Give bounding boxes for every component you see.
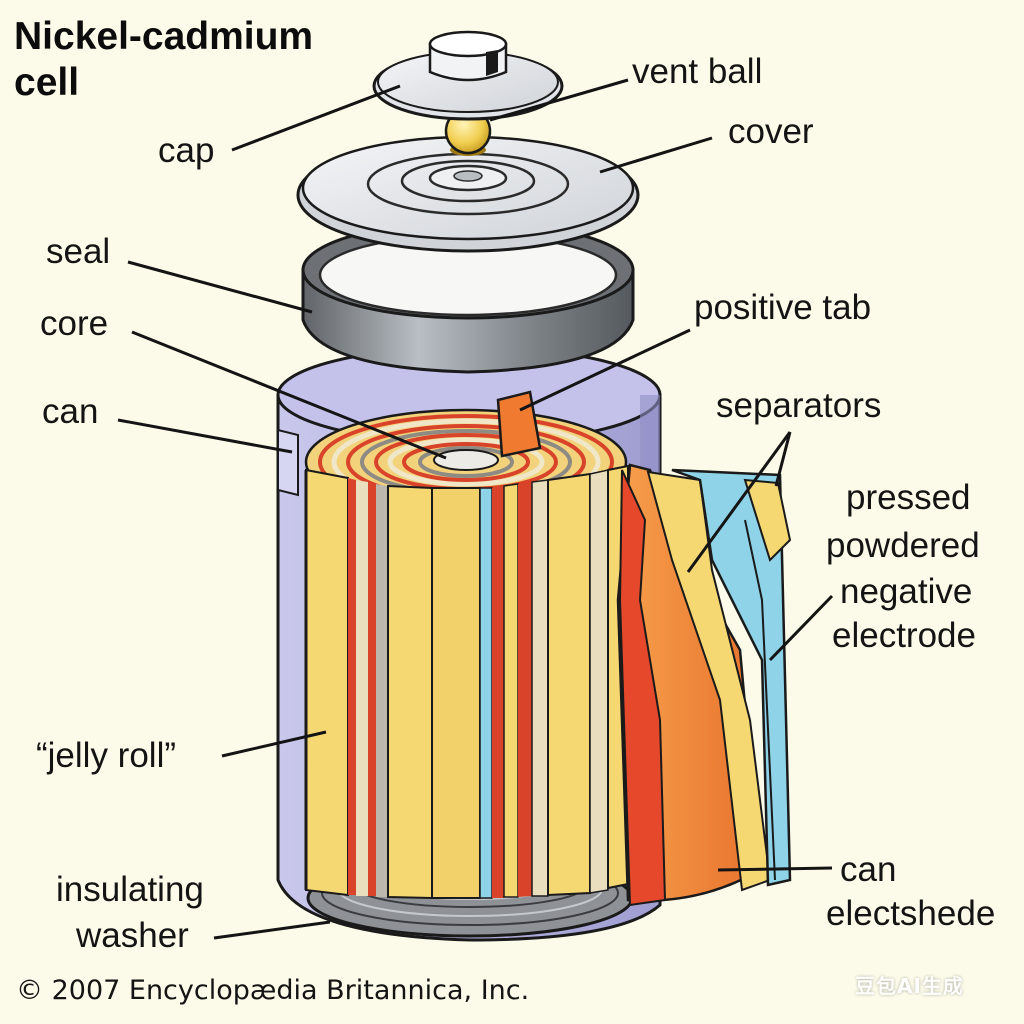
label-can-upper: can	[42, 392, 99, 431]
jelly-roll	[304, 408, 629, 900]
leader-lines	[117, 78, 834, 940]
label-separators: separators	[716, 386, 882, 425]
leader-can-upper	[117, 418, 293, 454]
diagram-title: Nickel-cadmium cell	[14, 14, 313, 106]
leader-cap	[231, 84, 401, 152]
label-positive-tab: positive tab	[694, 288, 872, 327]
leader-positive-tab	[519, 328, 691, 412]
label-negative-line-3: negative	[840, 572, 973, 611]
label-negative-line-4: electrode	[832, 616, 976, 655]
leader-core	[131, 330, 447, 460]
seal-ring	[301, 220, 635, 374]
label-can-lower-line-1: can	[840, 850, 897, 889]
title-line-1: Nickel-cadmium	[14, 15, 314, 58]
leader-jelly-roll	[221, 730, 327, 758]
cap	[372, 30, 564, 121]
label-vent-ball: vent ball	[632, 52, 763, 91]
unrolled-layers	[616, 463, 792, 907]
positive-tab	[496, 390, 542, 458]
ai-watermark: 豆包AI生成	[855, 974, 964, 998]
leader-can-lower	[717, 866, 833, 872]
label-insulating-line-1: insulating	[56, 870, 204, 909]
title-line-2: cell	[14, 61, 80, 104]
label-insulating-line-2: washer	[76, 916, 189, 955]
label-seal: seal	[46, 232, 111, 271]
leader-insulating-washer	[213, 920, 331, 940]
label-core: core	[40, 304, 109, 343]
leader-negative-electrode	[768, 594, 834, 662]
label-negative-line-2: powdered	[826, 526, 980, 565]
copyright-notice: © 2007 Encyclopædia Britannica, Inc.	[16, 975, 530, 1006]
label-cover: cover	[728, 112, 814, 151]
leader-cover	[599, 136, 713, 174]
leader-seal	[127, 260, 313, 314]
label-cap: cap	[158, 131, 215, 170]
leader-vent-ball	[489, 78, 629, 122]
label-can-lower-line-2: electshede	[826, 894, 996, 933]
leader-separator-1	[686, 431, 792, 573]
leader-separator-2	[774, 431, 792, 487]
label-negative-line-1: pressed	[846, 478, 971, 517]
label-jelly-roll: “jelly roll”	[36, 736, 176, 775]
